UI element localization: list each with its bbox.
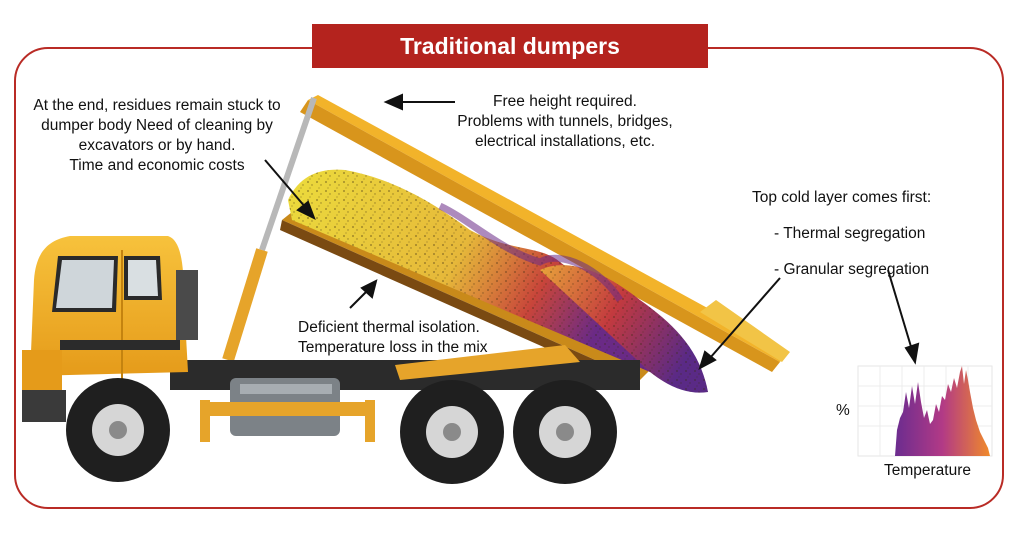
arrow-residues [264,159,316,221]
asphalt-mix-load [288,169,708,393]
residues-line: dumper body Need of cleaning by [41,117,273,134]
segregation-item: - Thermal segregation [774,225,926,242]
thermal-line: Deficient thermal isolation. [298,319,480,336]
arrow-histogram [887,269,920,365]
page-title: Traditional dumpers [312,24,708,68]
cold-layer-note: Top cold layer comes first: - Thermal se… [752,180,931,288]
rear-wheel [513,380,617,484]
free-height-line: Problems with tunnels, bridges, [457,113,673,130]
free-height-line: electrical installations, etc. [474,133,656,150]
temperature-histogram [857,365,993,457]
residues-note: At the end, residues remain stuck to dum… [30,96,284,176]
segregation-item: - Granular segregation [774,261,930,278]
free-height-line: Free height required. [493,93,637,110]
middle-wheel [400,380,504,484]
residues-line: excavators or by hand. [78,137,236,154]
front-wheel [66,378,170,482]
hydraulic-piston [222,97,317,362]
residues-line: At the end, residues remain stuck to [33,97,281,114]
histogram-y-label: % [836,402,850,419]
thermal-line: Temperature loss in the mix [298,339,488,356]
arrow-cold-layer [698,277,781,371]
residues-line: Time and economic costs [69,157,245,174]
truck-cab [22,236,198,422]
truck-chassis [170,345,640,442]
thermal-note: Deficient thermal isolation. Temperature… [298,318,498,358]
arrow-free-height [383,93,455,111]
histogram-x-label: Temperature [884,462,972,479]
cold-layer-heading: Top cold layer comes first: [752,189,932,206]
arrow-thermal-loss [349,279,378,309]
free-height-note: Free height required. Problems with tunn… [450,92,680,152]
